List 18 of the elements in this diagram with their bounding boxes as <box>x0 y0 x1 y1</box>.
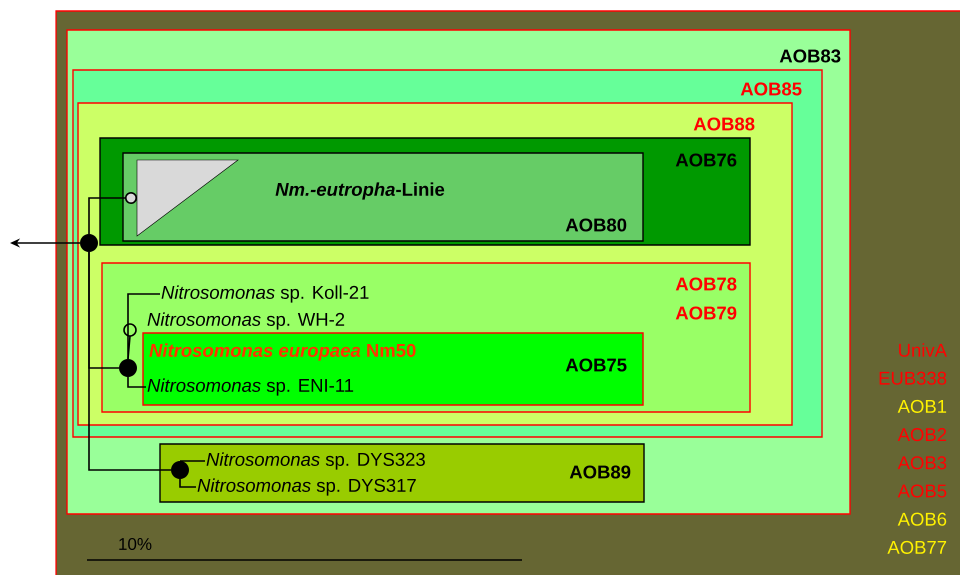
lineage-box: Nm.-eutropha-Linie AOB80 <box>122 152 644 242</box>
tree-branch <box>127 377 146 388</box>
tree-branch <box>88 252 171 471</box>
tree-branch <box>180 460 205 462</box>
tree-node <box>171 461 189 479</box>
strain-name: Nitrosomonas sp. ENI-11 <box>148 378 354 396</box>
tree-node <box>123 323 137 337</box>
strain-name: Nitrosomonas sp. Koll-21 <box>162 285 368 303</box>
scale-label: 10% <box>119 538 152 550</box>
strain-name: Nitrosomonas sp. DYS323 <box>206 452 425 470</box>
tree-branch <box>127 336 131 360</box>
tree-branch <box>88 192 137 234</box>
tree-branch <box>127 293 160 359</box>
tree-branch <box>179 479 196 488</box>
tree-node <box>80 234 98 252</box>
tree-node <box>119 359 137 377</box>
strain-name: Nitrosomonas sp. WH-2 <box>148 312 344 330</box>
strain-name: Nitrosomonas sp. DYS317 <box>198 478 416 496</box>
